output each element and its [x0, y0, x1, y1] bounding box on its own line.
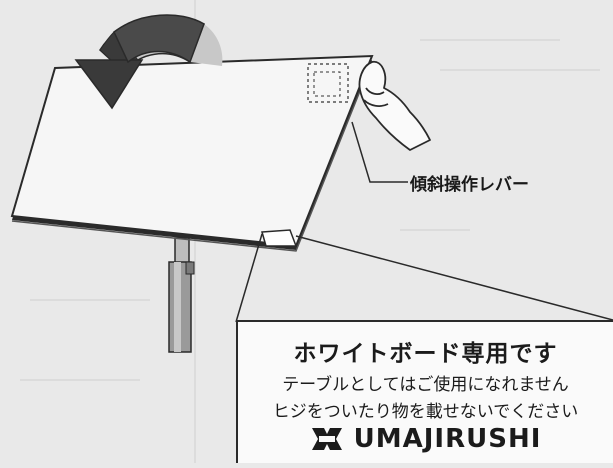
whiteboard-panel	[10, 54, 374, 252]
notice-title: ホワイトボード専用です	[293, 341, 558, 367]
notice-line-no-leaning: ヒジをついたり物を載せないでください	[272, 402, 579, 422]
notice-line-no-table-use: テーブルとしてはご使用になれません	[282, 375, 569, 395]
lever-leader-line	[351, 121, 408, 183]
brand-name: UMAJIRUSHI	[353, 424, 542, 454]
notice-label-panel: ホワイトボード専用です テーブルとしてはご使用になれません ヒジをついたり物を載…	[236, 320, 613, 463]
umajirushi-logo-icon	[311, 428, 342, 450]
zoom-callout-lines	[235, 233, 613, 323]
lever-label: 傾斜操作レバー	[409, 174, 529, 195]
hand-illustration	[358, 61, 431, 151]
brand-row: UMAJIRUSHI	[238, 423, 613, 455]
stand-pole	[168, 237, 195, 353]
tilt-rotation-arrow-icon	[74, 14, 223, 110]
